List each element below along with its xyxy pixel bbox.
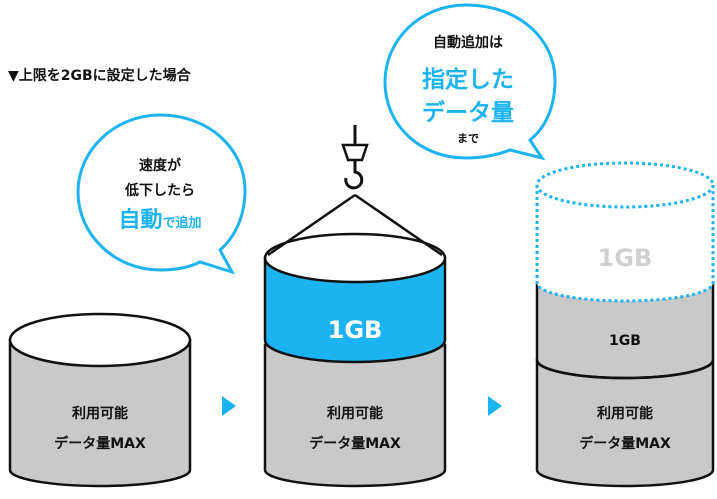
cylinder-max: 利用可能 データ量MAX [8, 312, 192, 488]
cylinder1-line1: 利用可能 [72, 405, 128, 422]
cylinder2-line1: 利用可能 [327, 405, 383, 422]
plus-icon: + [344, 252, 366, 282]
cylinder3-line1: 利用可能 [597, 405, 653, 422]
future-1gb-label: 1GB [598, 244, 653, 272]
speech-bubble-right: 自動追加は 指定した データ量 まで [383, 3, 557, 161]
added-1gb-label: 1GB [609, 333, 641, 349]
cylinder2-line2: データ量MAX [309, 435, 401, 452]
bubble-left-line2: 低下したら [124, 182, 195, 199]
cylinder-after: 1GB 1GB 利用可能 データ量MAX [535, 161, 715, 488]
arrow-right-icon [222, 396, 236, 416]
bubble-right-accent1: 指定した [422, 66, 514, 93]
bubble-right-line1: 自動追加は [433, 34, 503, 51]
heading: ▼上限を2GBに設定した場合 [8, 67, 192, 84]
bubble-left-line1: 速度が [139, 157, 182, 174]
speech-bubble-left: 速度が 低下したら 自動で追加 [76, 113, 247, 275]
bubble-right-line4: まで [457, 132, 479, 145]
arrow-right-icon [488, 396, 502, 416]
bubble-left-line3: 自動で追加 [118, 207, 201, 233]
cylinder3-line2: データ量MAX [579, 435, 671, 452]
cylinder1-line2: データ量MAX [54, 435, 146, 452]
bubble-right-accent2: データ量 [422, 99, 514, 126]
cylinder-adding: + 1GB 利用可能 データ量MAX [263, 125, 447, 488]
added-1gb-label: 1GB [328, 316, 383, 344]
